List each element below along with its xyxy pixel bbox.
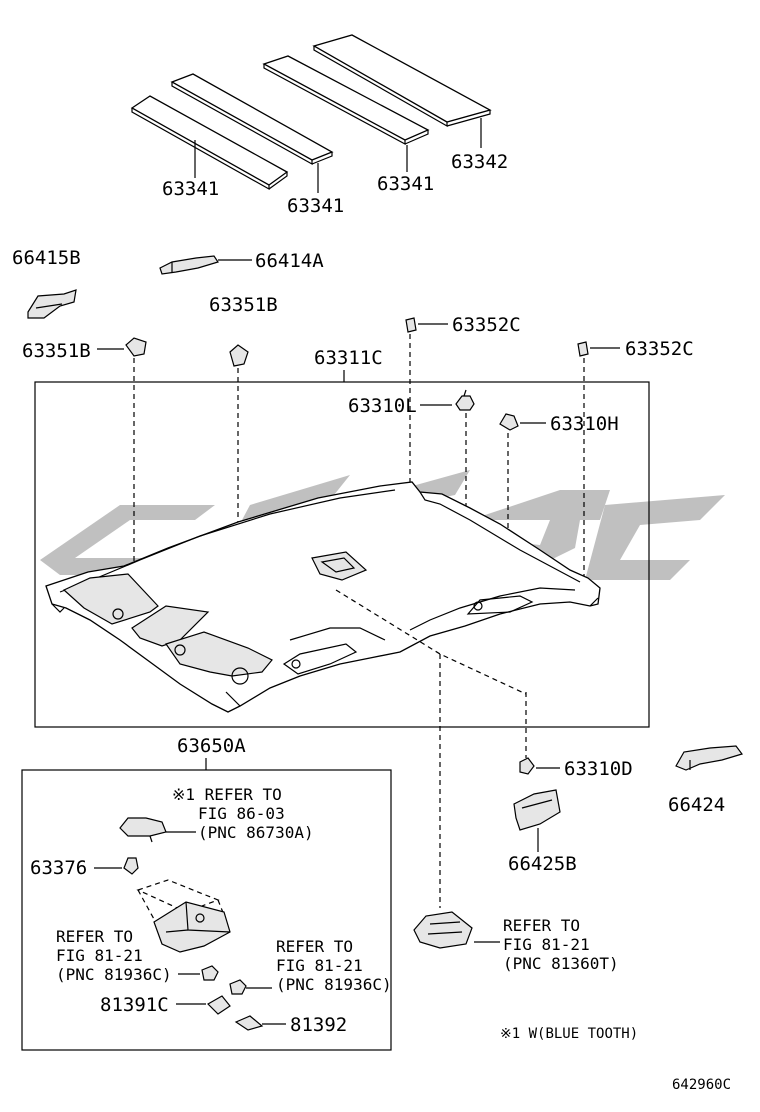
headliner-63311C[interactable]: [45, 481, 601, 713]
ref-lamp-left-line1: REFER TO: [56, 927, 133, 946]
cover-81392[interactable]: [234, 1015, 264, 1031]
label-81391C: 81391C: [100, 994, 169, 1016]
label-63376: 63376: [30, 857, 87, 879]
clip-63351B-top[interactable]: [229, 344, 249, 367]
label-63352C-b: 63352C: [625, 338, 694, 360]
bulb-81936C-right[interactable]: [229, 979, 247, 995]
ref-lamp-right-line3: (PNC 81936C): [276, 975, 392, 994]
silencer-pad-63341-b[interactable]: [170, 73, 334, 166]
ref-room-lamp-line3: (PNC 81360T): [503, 954, 619, 973]
diagram-code: 642960C: [672, 1077, 731, 1093]
bracket-66414A[interactable]: [159, 255, 219, 275]
label-63650A: 63650A: [177, 735, 246, 757]
ref-lamp-left-line2: FIG 81-21: [56, 946, 143, 965]
ref-lamp-right-line1: REFER TO: [276, 937, 353, 956]
label-63351B-top: 63351B: [209, 294, 278, 316]
label-66425B: 66425B: [508, 853, 577, 875]
clip-63351B-left[interactable]: [125, 337, 147, 357]
bracket-66415B[interactable]: [27, 289, 77, 319]
console-group-box: [21, 769, 392, 1051]
label-63342: 63342: [451, 151, 508, 173]
bracket-66425B[interactable]: [513, 789, 561, 831]
ref-bluetooth-line2: FIG 86-03: [198, 804, 285, 823]
label-66414A: 66414A: [255, 250, 324, 272]
fastener-63310L[interactable]: [455, 389, 475, 411]
label-63352C-a: 63352C: [452, 314, 521, 336]
label-63341-b: 63341: [287, 195, 344, 217]
label-63341-c: 63341: [377, 173, 434, 195]
label-63351B-left: 63351B: [22, 340, 91, 362]
clip-63352C-b[interactable]: [577, 341, 589, 357]
bracket-66424[interactable]: [675, 745, 743, 771]
label-63311C: 63311C: [314, 347, 383, 369]
ref-bluetooth-line1: ※1 REFER TO: [172, 785, 282, 804]
clip-63376[interactable]: [123, 857, 139, 875]
label-63310D: 63310D: [564, 758, 633, 780]
label-63310L: 63310L: [348, 395, 417, 417]
ref-lamp-right-line2: FIG 81-21: [276, 956, 363, 975]
fastener-63310D[interactable]: [519, 757, 535, 775]
room-lamp-81360T[interactable]: [413, 911, 473, 949]
bulb-81936C-left[interactable]: [201, 965, 219, 981]
fastener-63310H[interactable]: [499, 413, 519, 431]
lens-81391C[interactable]: [207, 995, 231, 1015]
ref-room-lamp-line1: REFER TO: [503, 916, 580, 935]
headliner-group-box: [34, 381, 650, 728]
label-81392: 81392: [290, 1014, 347, 1036]
microphone-86730A[interactable]: [119, 817, 167, 843]
overhead-console-63650A[interactable]: [136, 879, 231, 953]
silencer-pad-63342[interactable]: [312, 34, 492, 128]
footnote: ※1 W(BLUE TOOTH): [500, 1026, 638, 1042]
label-63341-a: 63341: [162, 178, 219, 200]
ref-lamp-left-line3: (PNC 81936C): [56, 965, 172, 984]
clip-63352C-a[interactable]: [405, 317, 417, 333]
label-63310H: 63310H: [550, 413, 619, 435]
silencer-pad-63341-c[interactable]: [262, 55, 430, 146]
label-66415B: 66415B: [12, 247, 81, 269]
ref-room-lamp-line2: FIG 81-21: [503, 935, 590, 954]
label-66424: 66424: [668, 794, 725, 816]
ref-bluetooth-line3: (PNC 86730A): [198, 823, 314, 842]
silencer-pad-63341-a[interactable]: [130, 95, 289, 191]
